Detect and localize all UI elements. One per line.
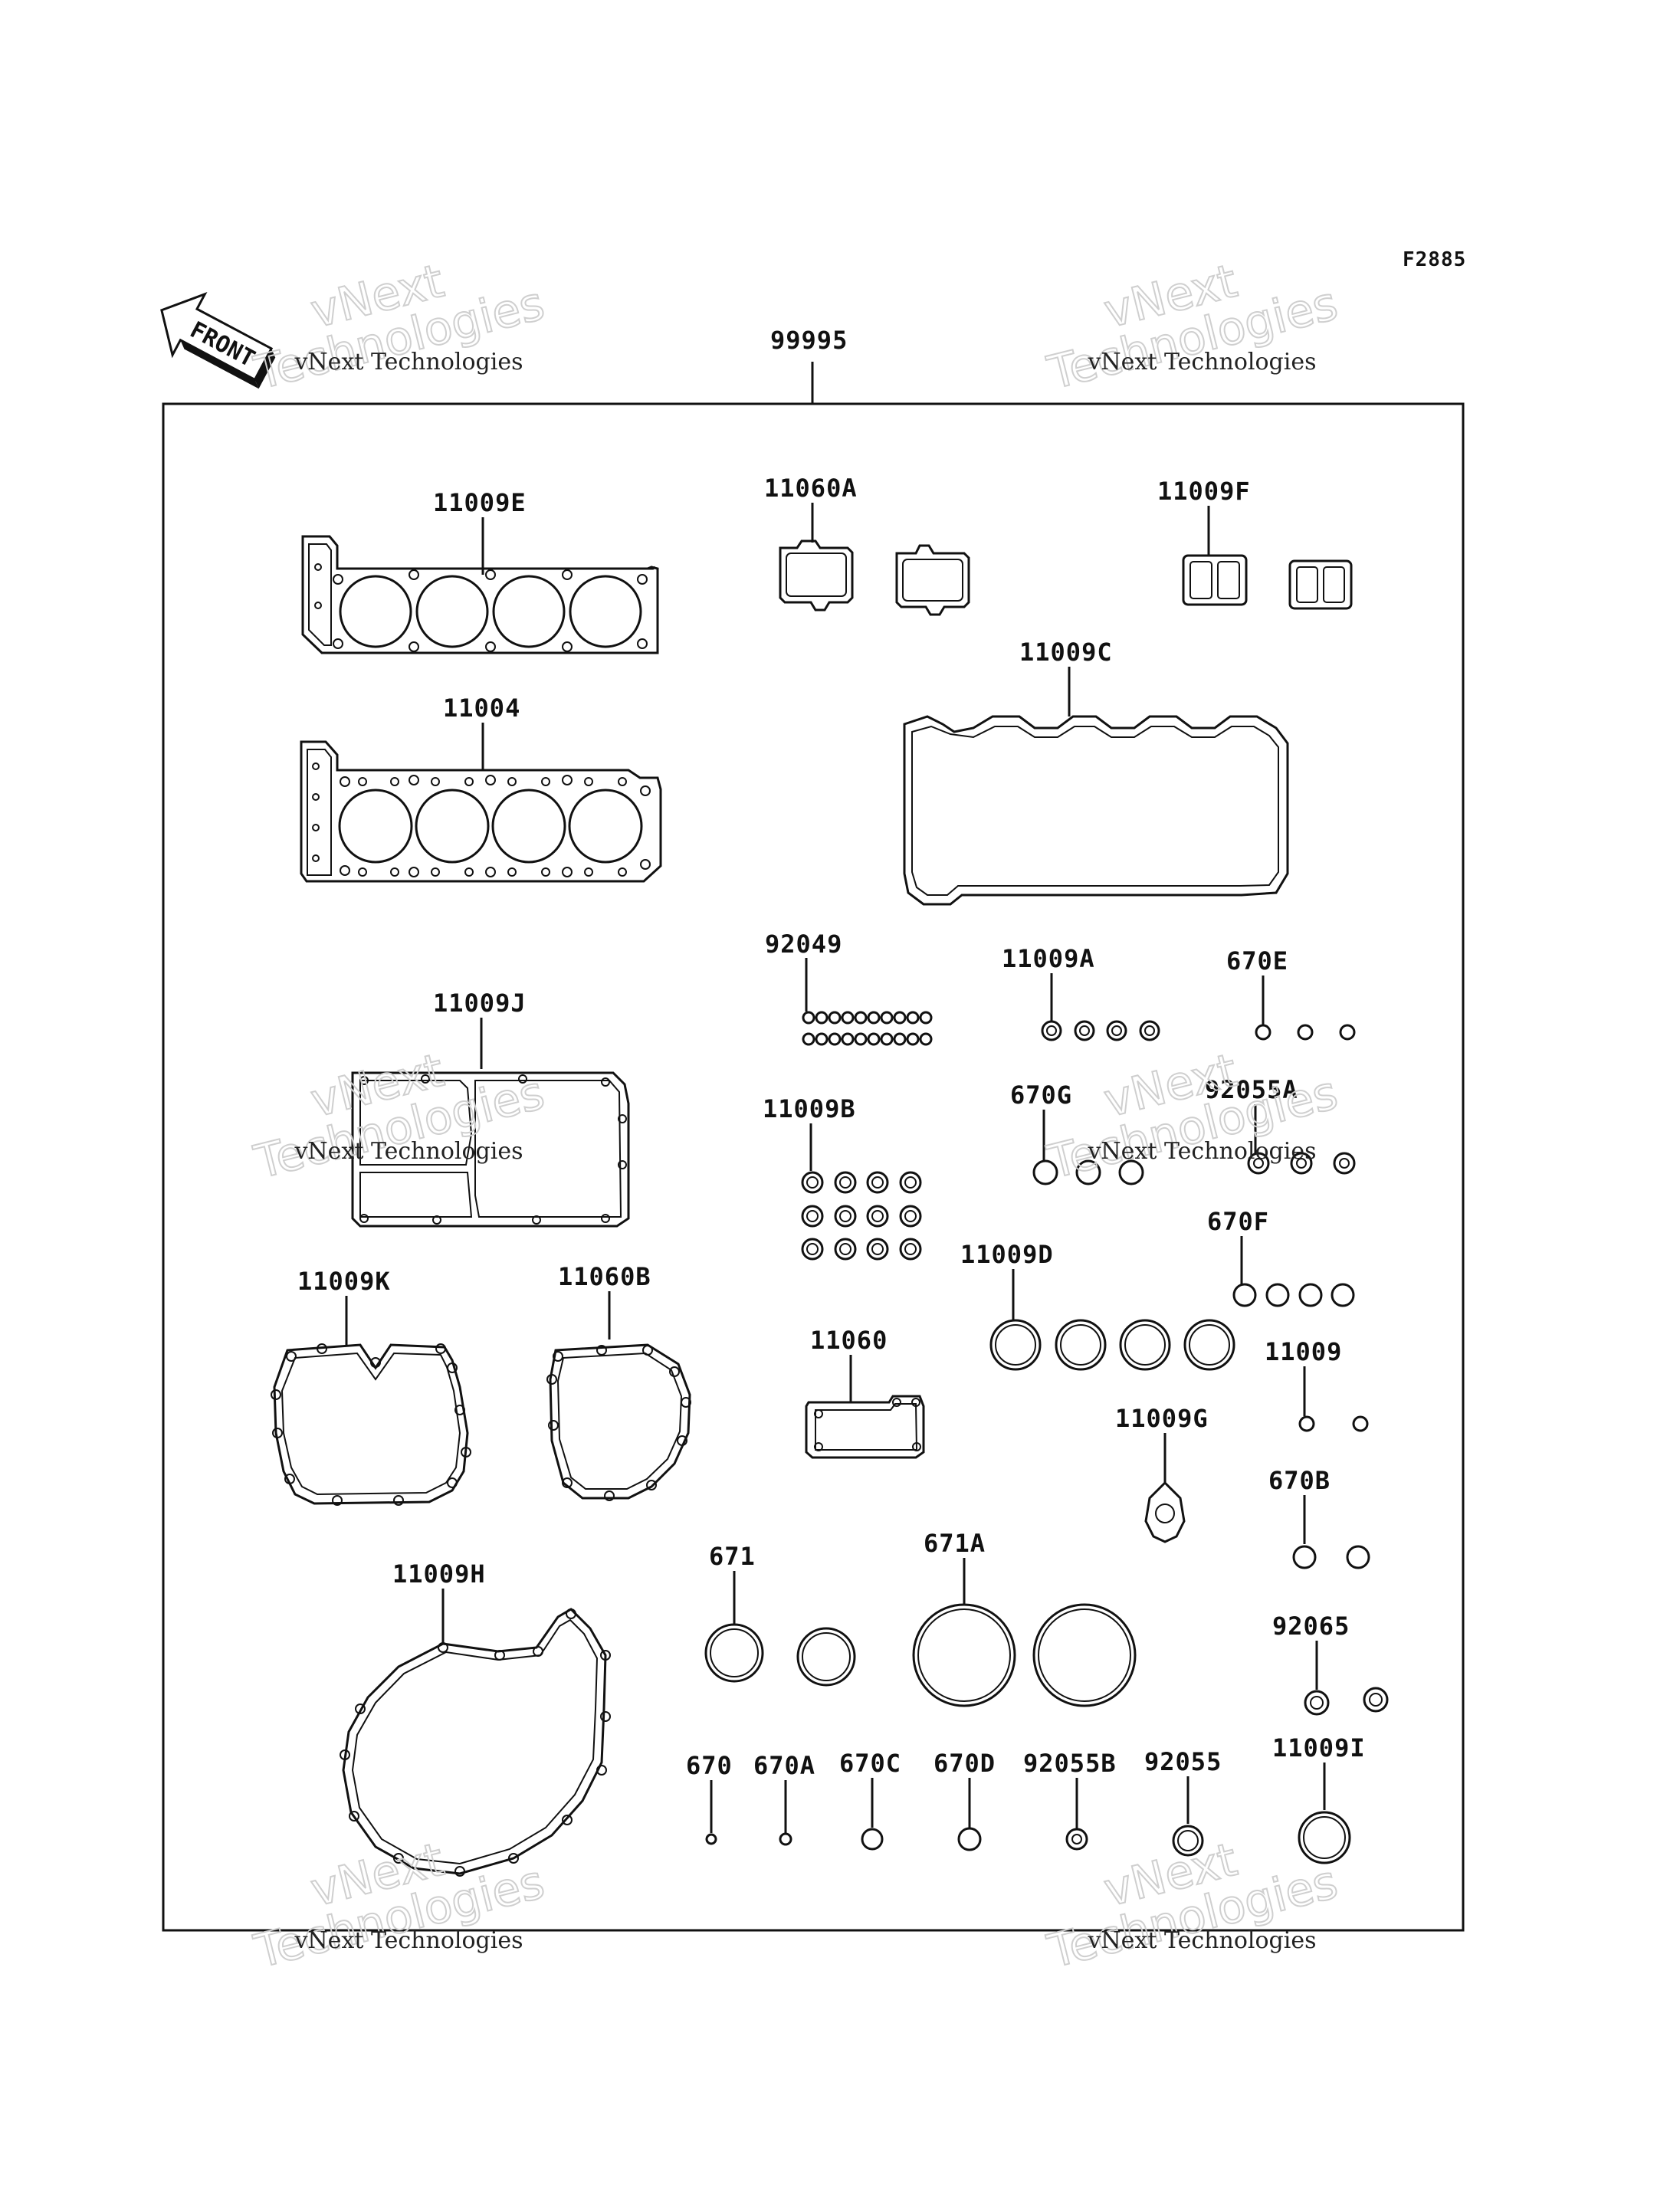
part-label: 11060 [810,1326,888,1355]
part-670: 670 [686,1751,733,1845]
part-11060B: 11060B [546,1262,691,1501]
part-11009J: 11009J [351,989,630,1228]
part-label: 92055B [1023,1749,1117,1778]
part-label: 11060B [558,1262,651,1291]
part-label: 92049 [765,930,842,959]
part-92055B: 92055B [1023,1749,1117,1851]
part-11009K: 11009K [271,1267,471,1506]
part-670E: 670E [1226,946,1356,1041]
front-arrow-icon: FRONT [160,291,276,389]
svg-text:vNext Technologies: vNext Technologies [1087,349,1316,375]
part-671: 671 [704,1542,856,1687]
part-label: 11060A [764,474,858,503]
part-label: 671 [709,1542,756,1571]
svg-text:vNext Technologies: vNext Technologies [294,1138,523,1165]
part-label: 11009A [1002,944,1095,973]
part-label: 11004 [443,694,520,723]
part-671A: 671A [912,1529,1137,1707]
part-92055A: 92055A [1205,1075,1356,1175]
part-670A: 670A [753,1751,815,1846]
svg-text:vNext Technologies: vNext Technologies [294,1927,523,1954]
part-11009A: 11009A [1002,944,1160,1041]
svg-text:vNext Technologies: vNext Technologies [1087,1927,1316,1954]
part-label: 11009J [433,989,527,1018]
part-label: 92055 [1144,1747,1222,1776]
part-label: 670E [1226,946,1288,976]
part-11009F: 11009F [1157,477,1353,610]
part-label: 11009 [1265,1337,1342,1366]
part-label: 92065 [1272,1612,1350,1641]
part-label: 670F [1207,1207,1269,1236]
part-label: 11009K [297,1267,391,1296]
drawing-code: F2885 [1403,248,1466,271]
part-label: 670 [686,1751,733,1780]
part-label: 11009C [1019,638,1113,667]
part-11009D: 11009D [960,1240,1235,1371]
part-11009C: 11009C [903,638,1289,906]
part-11060A: 11060A [764,474,970,616]
part-11009B: 11009B [763,1094,922,1261]
part-label: 670A [753,1751,815,1780]
part-label: 671A [924,1529,986,1558]
part-label: 670C [839,1749,901,1778]
part-670G: 670G [1010,1080,1144,1185]
part-label: 11009I [1272,1733,1366,1763]
part-label: 11009E [433,488,527,517]
part-label: 670D [934,1749,996,1778]
part-label: 92055A [1205,1075,1298,1104]
part-label: 11009F [1157,477,1251,506]
part-11009I: 11009I [1272,1733,1366,1864]
part-label: 670G [1010,1080,1072,1110]
part-670F: 670F [1207,1207,1355,1307]
part-670D: 670D [934,1749,996,1851]
part-92065: 92065 [1272,1612,1389,1716]
part-label: 11009H [392,1559,486,1589]
part-11009G: 11009G [1115,1404,1209,1543]
part-11009E: 11009E [301,488,659,654]
svg-text:vNext Technologies: vNext Technologies [1087,1138,1316,1165]
part-label: 11009D [960,1240,1054,1269]
part-11009H: 11009H [340,1559,611,1877]
part-11060: 11060 [805,1326,925,1459]
svg-text:vNext Technologies: vNext Technologies [294,349,523,375]
part-label: 670B [1268,1466,1331,1495]
part-92055: 92055 [1144,1747,1222,1857]
part-670B: 670B [1268,1466,1370,1569]
kit-part-label: 99995 [770,326,848,355]
part-11004: 11004 [300,694,662,883]
part-670C: 670C [839,1749,901,1851]
part-11009: 11009 [1265,1337,1369,1432]
part-label: 11009B [763,1094,856,1123]
part-92049: 92049 [765,930,933,1046]
part-label: 11009G [1115,1404,1209,1433]
